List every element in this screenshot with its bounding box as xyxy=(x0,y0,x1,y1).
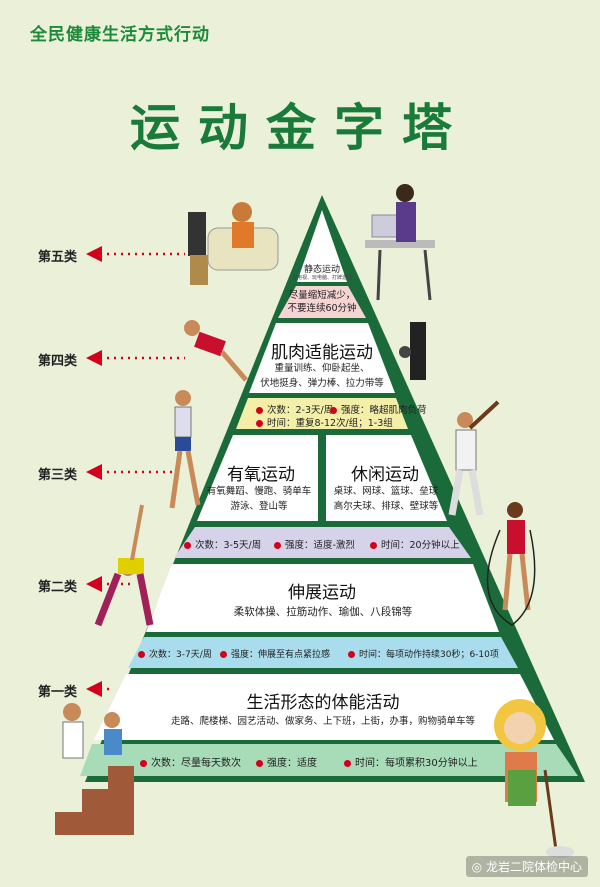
category-label-3: 第三类 xyxy=(38,468,78,483)
level4-frequency-text: 次数：2-3天/周 xyxy=(267,405,334,416)
laptop-user-figure xyxy=(365,184,435,301)
situp-figure xyxy=(184,320,248,382)
level2-duration-text: 时间：每项动作持续30秒；6-10项 xyxy=(359,650,499,660)
level1-intensity-text: 强度：适度 xyxy=(267,758,317,769)
level5-note: 看电视、玩电脑、打牌游戏 xyxy=(291,275,352,281)
level1-duration: 时间：每项累积30分钟以上 xyxy=(344,754,478,769)
level3-box-left xyxy=(197,435,318,521)
level3-frequency: 次数：3-5天/周 xyxy=(184,537,261,551)
bullet-dot xyxy=(256,420,263,427)
level2-frequency-text: 次数：3-7天/周 xyxy=(149,650,212,660)
runner-figure xyxy=(169,390,201,509)
bullet-dot xyxy=(138,651,145,658)
stair-climbers-figure xyxy=(55,703,134,835)
level2-intensity: 强度：伸展至有点紧拉感 xyxy=(220,647,330,660)
level3-intensity: 强度：适度-激烈 xyxy=(274,537,355,551)
level3-bar xyxy=(174,527,471,558)
bullet-dot xyxy=(184,542,191,549)
level3-box-right xyxy=(326,435,447,521)
page-title: 运动金字塔 xyxy=(130,98,470,157)
level1-description: 走路、爬楼梯、园艺活动、做家务、上下班，上街，办事，购物骑单车等 xyxy=(170,716,475,727)
yoga-figure xyxy=(94,504,154,627)
level3-right-description: 桌球、网球、篮球、垒球 高尔夫球、排球、壁球等 xyxy=(325,484,447,514)
level1-box xyxy=(94,674,554,740)
level4-duration: 时间：重复8-12次/组；1-3组 xyxy=(256,415,393,429)
level1-bar xyxy=(80,744,578,776)
level4-description: 重量训练、仰卧起坐、 伏地挺身、弹力棒、拉力带等 xyxy=(240,361,404,391)
level4-line2: 伏地挺身、弹力棒、拉力带等 xyxy=(260,378,384,390)
bullet-dot xyxy=(348,651,355,658)
cleaning-girl-figure xyxy=(494,699,574,858)
level1-title: 生活形态的体能活动 xyxy=(246,693,400,713)
watermark-label: ◎ 龙岩二院体检中心 xyxy=(465,856,588,877)
campaign-subtitle: 全民健康生活方式行动 xyxy=(30,25,210,45)
level4-title: 肌肉适能运动 xyxy=(271,343,373,363)
level1-frequency: 次数：尽量每天数次 xyxy=(140,754,241,769)
arrow-heads xyxy=(86,246,102,697)
level5-bar xyxy=(278,286,366,318)
level5-title: 静态运动 xyxy=(303,265,340,275)
level1-duration-text: 时间：每项累积30分钟以上 xyxy=(355,758,478,769)
bullet-dot xyxy=(274,542,281,549)
baseball-player-figure xyxy=(448,400,500,516)
bullet-dot xyxy=(370,542,377,549)
level3-left-description: 有氧舞蹈、慢跑、骑单车 游泳、登山等 xyxy=(198,484,320,514)
level3-duration: 时间：20分钟以上 xyxy=(370,537,460,551)
level3-right-line1: 桌球、网球、篮球、垒球 xyxy=(333,486,439,497)
arrowhead-4 xyxy=(86,350,102,366)
level5-bar-line2: 不要连续60分钟 xyxy=(287,303,357,315)
level4-duration-text: 时间：重复8-12次/组；1-3组 xyxy=(267,418,393,429)
category-label-5: 第五类 xyxy=(38,250,78,265)
level1-frequency-text: 次数：尽量每天数次 xyxy=(151,758,241,769)
level5-guidance: 尽量缩短减少， 不要连续60分钟 xyxy=(275,289,369,316)
category-label-1: 第一类 xyxy=(38,685,78,700)
level4-intensity: 强度：略超肌肉负荷 xyxy=(330,402,427,416)
level5-box xyxy=(297,210,347,282)
bullet-dot xyxy=(344,759,351,767)
level2-title: 伸展运动 xyxy=(288,583,356,603)
level2-bar xyxy=(128,637,518,668)
level4-bar xyxy=(236,398,408,429)
arrowhead-1 xyxy=(86,681,102,697)
jump-rope-figure xyxy=(486,502,536,626)
level3-left-line2: 游泳、登山等 xyxy=(230,501,288,513)
level5-bar-line1: 尽量缩短减少， xyxy=(288,290,356,301)
level4-frequency: 次数：2-3天/周 xyxy=(256,402,333,416)
level2-box xyxy=(146,564,499,632)
bullet-dot xyxy=(256,407,263,414)
level3-right-line2: 高尔夫球、排球、壁球等 xyxy=(333,501,439,513)
level1-intensity: 强度：适度 xyxy=(256,754,317,769)
level2-duration: 时间：每项动作持续30秒；6-10项 xyxy=(348,647,499,660)
level3-intensity-text: 强度：适度-激烈 xyxy=(285,540,355,551)
level3-left-title: 有氧运动 xyxy=(227,465,295,485)
arrowhead-5 xyxy=(86,246,102,262)
level3-right-title: 休闲运动 xyxy=(351,465,419,485)
level3-frequency-text: 次数：3-5天/周 xyxy=(195,540,262,551)
bullet-dot xyxy=(140,759,147,767)
level3-left-line1: 有氧舞蹈、慢跑、骑单车 xyxy=(206,486,312,497)
level4-line1: 重量训练、仰卧起坐、 xyxy=(274,363,370,374)
arrowhead-3 xyxy=(86,464,102,480)
wechat-icon: ◎ xyxy=(471,860,483,874)
bullet-dot xyxy=(330,407,337,414)
weight-lifter-arm xyxy=(399,322,426,380)
arrowhead-2 xyxy=(86,576,102,592)
level3-duration-text: 时间：20分钟以上 xyxy=(381,540,460,551)
bullet-dot xyxy=(256,759,263,767)
watermark-text: 龙岩二院体检中心 xyxy=(485,860,582,874)
level2-intensity-text: 强度：伸展至有点紧拉感 xyxy=(231,650,331,660)
level2-description: 柔软体操、拉筋动作、瑜伽、八段锦等 xyxy=(233,606,413,618)
category-label-2: 第二类 xyxy=(38,580,78,595)
level4-intensity-text: 强度：略超肌肉负荷 xyxy=(341,405,427,416)
bullet-dot xyxy=(220,651,227,658)
tv-watcher-figure xyxy=(188,202,279,285)
level2-frequency: 次数：3-7天/周 xyxy=(138,647,212,660)
level4-box xyxy=(249,323,395,393)
category-label-4: 第四类 xyxy=(38,354,78,369)
